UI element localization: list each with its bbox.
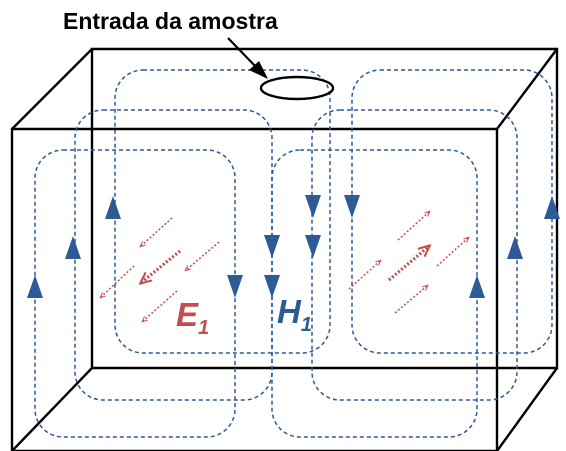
field-arrow-down [305,195,321,218]
e-field-label-sub: 1 [198,317,209,339]
e-arrow [436,238,468,267]
e-field-label: E1 [176,296,209,339]
field-arrows [27,195,560,298]
e-field-label-main: E [176,296,199,333]
field-arrow-down [344,195,360,218]
field-loop-right-front [271,149,478,438]
field-loop-right-back [351,69,553,354]
field-arrow-up [544,196,560,219]
cavity-edge-bottom-right [496,367,558,451]
electric-field-right [348,212,468,314]
e-arrow [394,286,427,314]
e-arrow [141,217,173,246]
e-arrow [143,290,178,321]
field-arrow-down [264,235,280,258]
h-field-label: H1 [277,293,312,336]
e-arrow [348,261,380,290]
field-loop-left-front [34,149,236,438]
magnetic-field-lines [34,69,553,438]
e-arrow-strong [387,247,428,282]
cavity-edge-top-left [11,48,93,130]
field-arrow-up [65,236,81,259]
cavity-edge-top-right [496,48,558,130]
field-arrow-down [264,275,280,298]
field-loop-left-middle [74,109,273,401]
e-arrow-strong [142,249,182,282]
e-arrow [186,241,220,270]
field-arrow-up [469,275,485,298]
e-arrow [397,212,429,241]
entrance-label: Entrada da amostra [63,8,278,34]
cavity-front-face [10,127,499,451]
cavity-box [10,47,559,451]
electric-field-left [101,217,220,321]
h-field-label-sub: 1 [301,314,312,336]
field-loop-left-back [114,69,331,354]
field-arrow-up [507,236,523,259]
cavity-back-face [90,47,559,370]
field-arrow-down [305,235,321,258]
field-arrow-up [105,196,121,219]
entrance-pointer-arrow [227,37,268,79]
field-arrow-down [227,275,243,298]
sample-entrance-opening [259,75,335,101]
e-arrow [101,265,135,297]
field-arrow-up [27,275,43,298]
h-field-label-main: H [277,293,302,330]
cavity-edge-bottom-left [11,367,93,451]
field-loop-right-middle [311,109,518,401]
